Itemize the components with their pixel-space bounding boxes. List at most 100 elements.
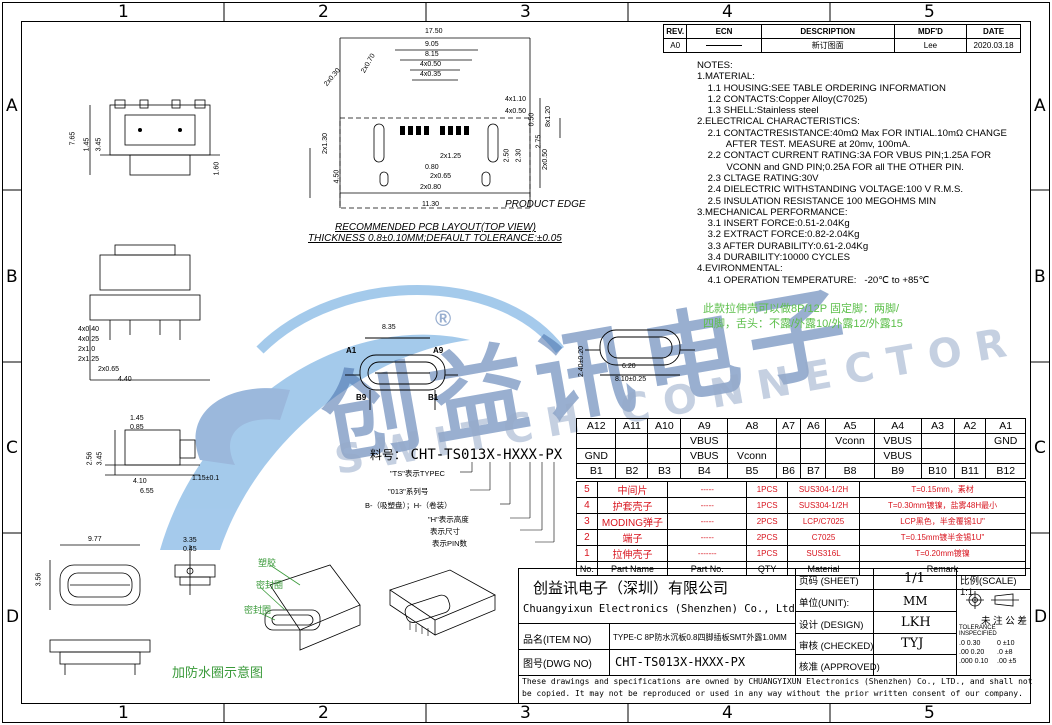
pin-cell [825, 448, 875, 464]
bom-cell-remark: T=0.15mm，素材 [859, 481, 1026, 498]
pin-cell: A11 [615, 418, 649, 434]
legend-height: "H"表示高度 [428, 515, 469, 524]
pcb-dim-0-50: 0.50 [528, 112, 536, 127]
unit-value: MM [903, 594, 928, 608]
pin-label-b9: B9 [356, 393, 367, 402]
rev-value-date: 2020.03.18 [966, 38, 1021, 53]
side-dim-4x0-40: 4x0.40 [78, 326, 100, 333]
legend-pins: 表示PIN数 [432, 539, 468, 548]
front-dim-1-45: 1.45 [83, 137, 91, 152]
pcb-dim-9-05: 9.05 [425, 41, 439, 48]
pcb-dim-11-30: 11.30 [422, 201, 439, 208]
grid-col-3: 3 [520, 2, 531, 22]
bottom-dim-9-77: 9.77 [88, 536, 102, 543]
front-view-drawing [89, 99, 220, 176]
checked-label: 审核 (CHECKED) [799, 641, 874, 652]
product-edge-label: PRODUCT EDGE [505, 199, 586, 210]
bom-cell-name: MODING弹子 [596, 513, 669, 530]
note-line: 1.3 SHELL:Stainless steel [697, 105, 819, 117]
bom-cell-name: 中间片 [596, 481, 669, 498]
pin-cell [920, 433, 955, 449]
bom-cell-remark: LCP黑色，半金覆锡1U" [859, 513, 1026, 530]
pin-cell [615, 448, 649, 464]
pin-cell [775, 433, 802, 449]
note-line: 1.1 HOUSING:SEE TABLE ORDERING INFORMATI… [697, 82, 946, 94]
bom-cell-no: 3 [576, 513, 598, 530]
unit-label: 单位(UNIT): [799, 598, 850, 609]
pin-cell [775, 448, 802, 464]
legend-013: "013"系列号 [388, 487, 429, 496]
disclaimer-line-2: be copied. It may not be reproduced or u… [522, 689, 1023, 698]
bom-cell-material: SUS304-1/2H [786, 481, 861, 498]
pin-cell: GND [575, 448, 617, 464]
bom-cell-material: SUS316L [786, 545, 861, 562]
bom-cell-part: ----- [667, 497, 748, 514]
bom-cell-part: ------- [667, 545, 748, 562]
pcb-dim-4x0-50: 4x0.50 [420, 61, 442, 68]
pin-cell [953, 433, 987, 449]
title-block: 创益讯电子（深圳）有限公司 Chuangyixun Electronics (S… [518, 568, 1033, 704]
pin-label-a1: A1 [346, 346, 357, 355]
iso-view-drawing [389, 569, 496, 636]
design-value: LKH [901, 615, 931, 630]
brand-watermark [160, 285, 564, 550]
pcb-dim-2x0-70: 2x0.70 [360, 52, 377, 75]
pcb-layout-title: RECOMMENDED PCB LAYOUT(TOP VIEW) [335, 222, 536, 233]
pin-cell: B9 [873, 463, 922, 479]
connector-front-drawing [345, 337, 458, 410]
pcb-dim-labels: 17.50 9.05 8.15 4x0.50 4x0.35 2x0.30 2x0… [300, 28, 600, 208]
pin-cell [727, 433, 777, 449]
pcb-dim-8x1-20: 8x1.20 [545, 105, 553, 128]
side2-dim-6-55: 6.55 [140, 488, 154, 495]
approved-label: 核准 (APPROVED) [799, 662, 880, 673]
projection-symbol-icon [966, 591, 1019, 609]
note-line: 3.4 DURABILITY:10000 CYCLES [697, 252, 851, 264]
pin-cell: A12 [575, 418, 617, 434]
legend-size: 表示尺寸 [430, 527, 460, 536]
bom-cell-no: 2 [576, 529, 598, 546]
pcb-dim-4x1-10: 4x1.10 [505, 96, 527, 103]
front-dim-3-45: 3.45 [95, 137, 103, 152]
note-line: 2.2 CONTACT CURRENT RATING:3A FOR VBUS P… [697, 150, 992, 162]
waterproof-label-plastic: 塑胶 [258, 558, 277, 568]
note-line: 1.2 CONTACTS:Copper Alloy(C7025) [697, 93, 868, 105]
pcb-dim-17-50: 17.50 [425, 28, 443, 35]
side2-dim-4-10: 4.10 [133, 478, 147, 485]
watermark-swoosh [160, 334, 470, 550]
pin-cell [953, 448, 987, 464]
side2-dim-3-45: 3.45 [96, 451, 104, 466]
pin-cell [920, 448, 955, 464]
grid-row-d-right: D [1034, 607, 1048, 627]
grid-row-c-right: C [1034, 438, 1046, 458]
pin-cell: Vconn [825, 433, 875, 449]
pcb-dim-4x0-35: 4x0.35 [420, 71, 442, 78]
detail-side-dims: 3.35 0.45 [183, 536, 197, 554]
note-line: 4.EVIRONMENTAL: [697, 263, 783, 275]
side2-dim-1-15: 1.15±0.1 [192, 475, 220, 482]
note-line: 4.1 OPERATION TEMPERATURE: -20℃ to +85℃ [697, 274, 930, 286]
pin-cell: B7 [800, 463, 827, 479]
part-number-prefix: 料号： [370, 448, 407, 462]
grid-col-3-bottom: 3 [520, 703, 531, 723]
bom-cell-name: 端子 [596, 529, 669, 546]
scale-label-text: 比例(SCALE) [960, 576, 1017, 587]
waterproof-caption: 加防水圈示意图 [172, 665, 264, 680]
notes-block: NOTES:1.MATERIAL: 1.1 HOUSING:SEE TABLE … [697, 60, 1007, 286]
pcb-dim-2-50: 2.50 [503, 148, 511, 163]
front-dim-1-60: 1.60 [213, 161, 221, 176]
grid-col-4-bottom: 4 [722, 703, 733, 723]
bottom-dim-0-45: 0.45 [183, 546, 197, 553]
pcb-dim-8-15: 8.15 [425, 51, 439, 58]
rev-header-rev: REV. [662, 24, 688, 39]
bom-cell-qty: 2PCS [746, 513, 788, 530]
pin-cell: B10 [920, 463, 955, 479]
pcb-dim-2x1-25: 2x1.25 [440, 153, 462, 160]
note-line: AFTER TEST. MEASURE at 20mv, 100mA. [697, 139, 911, 151]
rev-header-description: DESCRIPTION [760, 24, 895, 39]
pin-cell [800, 448, 827, 464]
note-line: 2.5 INSULATION RESISTANCE 100 MEGOHMS MI… [697, 195, 937, 207]
pin-cell: A1 [985, 418, 1026, 434]
